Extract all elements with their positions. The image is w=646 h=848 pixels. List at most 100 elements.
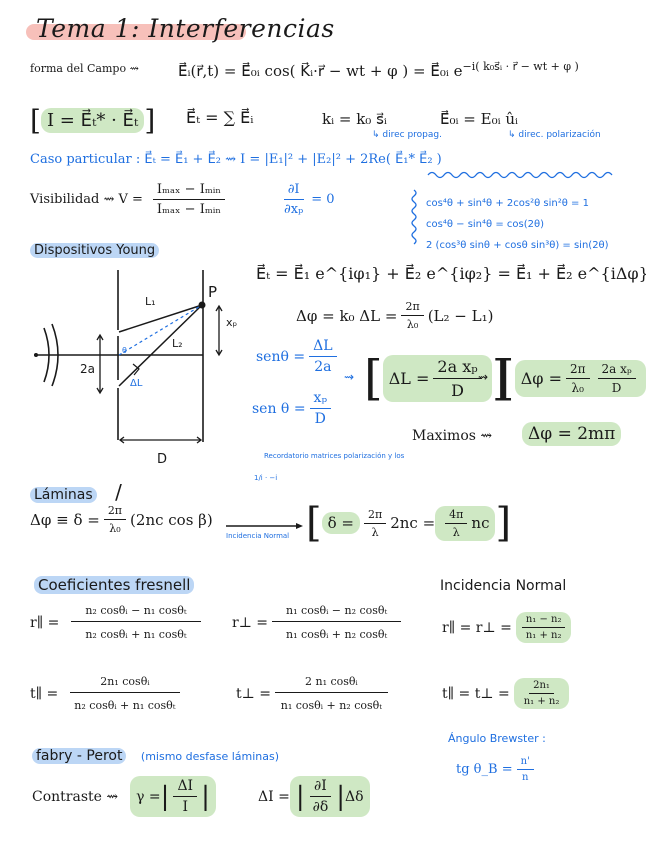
- young-heading-text: Dispositivos Young: [30, 243, 160, 258]
- visibility-num: Iₘₐₓ − Iₘᵢₙ: [152, 182, 226, 200]
- r-par-num: n₂ cosθᵢ − n₁ cosθₜ: [71, 604, 201, 622]
- box1-den: D: [451, 380, 464, 400]
- result-mid: 2nc =: [390, 514, 436, 532]
- result-den: λ: [371, 525, 379, 539]
- inc-t-num: 2n₁: [529, 680, 554, 694]
- dI-den: ∂δ: [312, 799, 329, 815]
- t-parallel: t∥ = 2n₁ cosθᵢ n₂ cosθᵢ + n₁ cosθₜ: [30, 675, 184, 712]
- eq2-den: λ₀: [406, 318, 419, 331]
- visibility-label: Visibilidad ⇝ V =: [30, 192, 143, 207]
- dI-lhs: ΔI =: [258, 788, 290, 805]
- sen2-label: sen θ =: [252, 400, 306, 417]
- campo-formula-main: E⃗ᵢ(r⃗,t) = E⃗₀ᵢ cos( K⃗ᵢ·r⃗ − wt + φ ) …: [178, 62, 463, 80]
- sen1-den: 2a: [314, 359, 332, 375]
- inc-r-den: n₁ + n₂: [525, 630, 562, 641]
- result-lhs: δ =: [321, 512, 360, 534]
- maximos-eq: Δφ = 2mπ: [522, 422, 622, 446]
- e0-note: ↳ direc. polarización: [508, 130, 601, 140]
- eq2-num: 2π: [401, 300, 424, 316]
- sen1-num: ΔL: [309, 338, 337, 357]
- wavy-underline: [427, 171, 613, 179]
- box2-num1: 2π: [565, 362, 590, 379]
- arrow-2: ⇝: [478, 370, 489, 384]
- intensity-formula: I = E⃗ₜ* · E⃗ₜ: [40, 107, 145, 133]
- gamma-lhs: γ =: [136, 788, 161, 805]
- t-par-label: t∥ =: [30, 685, 59, 702]
- fresnel-heading-text: Coeficientes fresnell: [34, 576, 195, 594]
- fabry-note: (mismo desfase láminas): [140, 750, 280, 763]
- intensity-box: [I = E⃗ₜ* · E⃗ₜ]: [30, 104, 156, 137]
- laminas-arrow: [226, 523, 303, 529]
- eq2-rhs: (L₂ − L₁): [427, 306, 494, 325]
- e0-formula: E⃗₀ᵢ = E₀ᵢ ûᵢ: [440, 110, 519, 128]
- dI-tail: Δδ: [345, 788, 364, 805]
- recordatorio-note: Recordatorio matrices polarización y los: [264, 452, 405, 460]
- deriv-den: ∂xₚ: [284, 202, 304, 217]
- box2-den1: λ₀: [571, 380, 584, 395]
- t-perp-num: 2 n₁ cosθᵢ: [274, 675, 388, 693]
- laminas-den: λ₀: [109, 522, 121, 535]
- visibility: Visibilidad ⇝ V = Iₘₐₓ − Iₘᵢₙ Iₘₐₓ − Iₘᵢ…: [30, 182, 229, 217]
- label-D: D: [157, 452, 168, 467]
- deltaI-eq: ΔI = | ∂I∂δ | Δδ: [258, 776, 370, 817]
- brewster-den: n: [521, 772, 529, 783]
- gamma-num: ΔI: [173, 778, 198, 797]
- laminas-slash: /: [115, 480, 122, 504]
- deriv-num: ∂I: [283, 182, 304, 200]
- incidencia-normal-heading: Incidencia Normal: [440, 578, 567, 594]
- laminas-lhs: Δφ ≡ δ =: [30, 510, 100, 529]
- label-P: P: [208, 283, 218, 301]
- r-perp-den: n₁ cosθᵢ + n₂ cosθₜ: [286, 628, 388, 641]
- campo-label: forma del Campo ⇝: [30, 62, 139, 75]
- fresnel-heading: Coeficientes fresnell: [34, 576, 195, 594]
- k-note: ↳ direc propag.: [372, 130, 442, 140]
- trig-line: cos⁴θ − sin⁴θ = cos(2θ): [426, 219, 544, 230]
- sen2-num: xₚ: [309, 390, 332, 409]
- fabry-perot-heading: fabry - Perot (mismo desfase láminas): [32, 748, 279, 764]
- trig-line: cos⁴θ + sin⁴θ + 2cos²θ sin²θ = 1: [426, 198, 589, 209]
- t-perp-label: t⊥ =: [236, 685, 271, 702]
- incidencia-normal-note: Incidencia Normal: [226, 532, 290, 540]
- contraste-label: Contraste ⇝: [32, 788, 119, 805]
- t-par-den: n₂ cosθᵢ + n₁ cosθₜ: [74, 699, 176, 712]
- maximos-label: Maximos ⇝: [412, 428, 493, 444]
- tiny-fraction-note: 1/i · −i: [254, 474, 278, 482]
- label-2a: 2a: [80, 362, 95, 376]
- inc-r-label: r∥ = r⊥ =: [442, 619, 512, 636]
- sum-formula: E⃗ₜ = ∑ E⃗ᵢ: [186, 108, 254, 127]
- brewster-eq: tg θ_B = n' n: [456, 756, 538, 783]
- fabry-heading-text: fabry - Perot: [32, 748, 127, 764]
- box2-den2: D: [611, 380, 622, 395]
- sen-eq1: senθ = ΔL 2a: [256, 338, 341, 375]
- t-par-num: 2n₁ cosθᵢ: [70, 675, 180, 693]
- young-diagram: [34, 270, 223, 444]
- t-perp-den: n₁ cosθᵢ + n₂ cosθₜ: [280, 699, 382, 712]
- r-perp-label: r⊥ =: [232, 614, 269, 631]
- box1-lhs: ΔL =: [388, 368, 430, 388]
- r-par-den: n₂ cosθᵢ + n₁ cosθₜ: [85, 628, 187, 641]
- r-parallel: r∥ = n₂ cosθᵢ − n₁ cosθₜ n₂ cosθᵢ + n₁ co…: [30, 604, 205, 641]
- result-den2: λ: [452, 525, 460, 539]
- gamma-den: I: [182, 799, 189, 815]
- laminas-num: 2π: [103, 504, 127, 520]
- laminas-heading-text: Láminas: [30, 487, 97, 503]
- label-L1: L₁: [145, 295, 156, 308]
- visibility-den: Iₘₐₓ − Iₘᵢₙ: [156, 202, 222, 217]
- k-formula: kᵢ = k₀ s⃗ᵢ: [322, 110, 387, 128]
- r-par-label: r∥ =: [30, 614, 60, 631]
- label-L2: L₂: [172, 337, 183, 350]
- box1-num: 2a xₚ: [433, 357, 482, 379]
- young-eq1: E⃗ₜ = E⃗₁ e^{iφ₁} + E⃗₂ e^{iφ₂} = E⃗₁ + …: [256, 264, 646, 283]
- brewster-num: n': [516, 756, 534, 770]
- box2-num2: 2a xₚ: [597, 362, 636, 379]
- sen1-label: senθ =: [256, 348, 306, 365]
- deriv-zero: ∂I ∂xₚ = 0: [276, 182, 335, 217]
- trig-line: 2 (cos³θ sinθ + cosθ sin³θ) = sin(2θ): [426, 240, 609, 251]
- brewster-lhs: tg θ_B =: [456, 762, 513, 777]
